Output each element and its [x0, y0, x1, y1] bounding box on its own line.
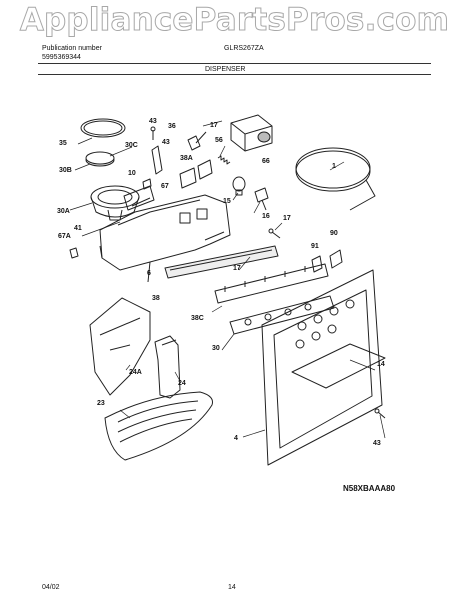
label-16: 16 [262, 213, 270, 220]
publication-label: Publication number [42, 45, 102, 52]
part-43-screw-top [150, 126, 156, 140]
label-43-top: 43 [149, 118, 157, 125]
part-23-tray [104, 391, 213, 461]
label-43-bottom: 43 [373, 440, 381, 447]
label-91: 91 [311, 243, 319, 250]
part-14-overlay [291, 343, 386, 389]
part-35-bracket [187, 131, 207, 151]
section-rule [38, 74, 431, 75]
part-36-key-board [229, 295, 335, 335]
part-38-switch-board [214, 263, 329, 304]
label-24: 24 [178, 380, 186, 387]
label-23: 23 [97, 400, 105, 407]
label-41: 43 [162, 139, 170, 146]
label-38: 38 [152, 295, 160, 302]
part-6-housing [99, 194, 231, 283]
part-24-actuator [154, 335, 181, 399]
footer-date: 04/02 [42, 584, 60, 591]
part-30-funnel [90, 185, 140, 221]
part-38a-switches [179, 159, 213, 189]
label-67a: 67A [58, 233, 71, 240]
part-30b-disk [85, 151, 115, 167]
part-16-socket [254, 187, 269, 211]
part-24a-guard [89, 297, 151, 396]
label-15: 15 [223, 198, 231, 205]
label-30: 30A [57, 208, 70, 215]
label-1: 1 [332, 163, 336, 170]
part-4-panel [261, 269, 383, 466]
part-66-module [230, 114, 273, 152]
label-30b: 30C [125, 142, 138, 149]
part-15-lamp [232, 176, 246, 196]
part-30c-ring [80, 118, 126, 138]
label-4: 4 [234, 435, 238, 442]
label-66: 66 [262, 158, 270, 165]
part-labels: 35 30C 30B 30A 10 41 67A 43 36 43 67 17 … [57, 118, 396, 493]
footer-page: 14 [228, 584, 236, 591]
part-1-tube [295, 147, 376, 211]
label-90: 90 [330, 230, 338, 237]
part-43-screw-bottom [374, 408, 386, 419]
part-67a-clip [69, 247, 79, 259]
label-56: 56 [215, 137, 223, 144]
label-17-low: 17 [233, 265, 241, 272]
part-10-auger [123, 185, 155, 211]
label-67: 67 [161, 183, 169, 190]
label-39: 41 [74, 225, 82, 232]
part-67-clip [142, 178, 152, 190]
model-number: GLRS267ZA [224, 45, 264, 52]
leader-lines [69, 120, 386, 439]
publication-number: 5995369344 [42, 54, 81, 61]
part-8-board [164, 245, 279, 279]
part-41-lever [151, 145, 163, 175]
part-17-screw-mid [268, 228, 281, 239]
label-17-mid: 17 [283, 215, 291, 222]
label-6: 6 [147, 270, 151, 277]
label-38a: 38A [180, 155, 193, 162]
part-56-spring [217, 155, 231, 165]
label-30c: 35 [59, 140, 67, 147]
label-35: 36 [168, 123, 176, 130]
diagram-code: N58XBAAA80 [343, 484, 396, 493]
label-14: 14 [377, 361, 385, 368]
label-30a: 30B [59, 167, 72, 174]
label-38c: 38C [191, 315, 204, 322]
label-36: 30 [212, 345, 220, 352]
part-91-connector [311, 255, 323, 273]
label-24a: 24A [129, 369, 142, 376]
header-rule [38, 63, 431, 64]
part-90-bracket [329, 249, 343, 269]
label-10: 10 [128, 170, 136, 177]
label-17-top: 17 [210, 122, 218, 129]
watermark: AppliancePartsPros.com [19, 2, 450, 39]
section-title: DISPENSER [205, 66, 246, 73]
